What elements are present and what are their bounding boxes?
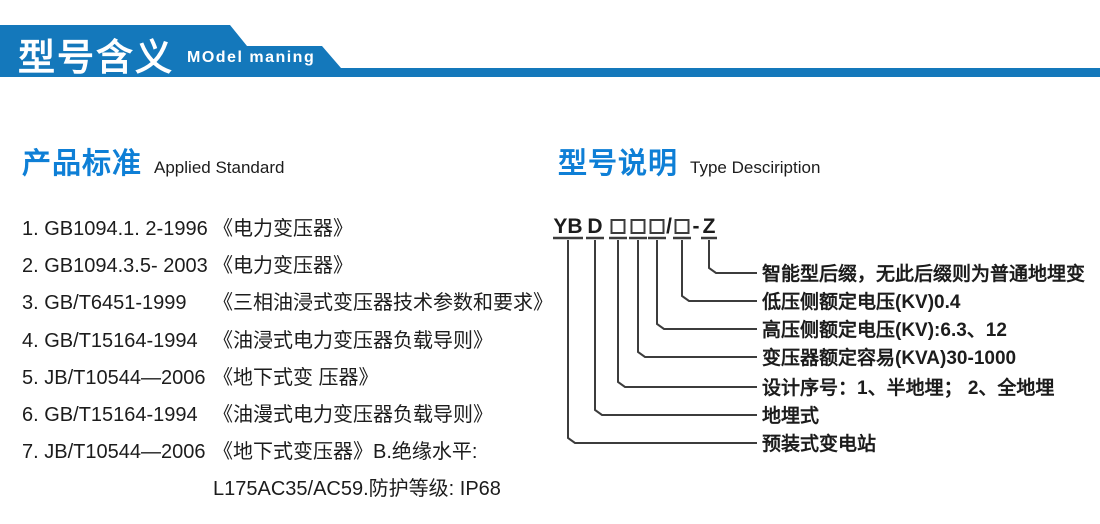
code-segment-z: Z [703,215,716,238]
branch-label: 智能型后缀，无此后缀则为普通地埋变 [762,262,1085,285]
standard-desc: 《三相油浸式变压器技术参数和要求》 [213,292,553,315]
section-heading-type: 型号说明 Type Desciription [558,140,820,182]
standard-code: 2. GB1094.3.5- 2003 [22,255,208,278]
standard-row: 2. GB1094.3.5- 2003 《电力变压器》 [22,248,542,285]
placeholder-box-icon [674,219,690,234]
type-heading-cn: 型号说明 [558,148,679,180]
standard-code: 7. JB/T10544—2006 [22,441,206,464]
branch-label: 变压器额定容易(KVA)30-1000 [762,346,1016,369]
standard-row: 6. GB/T15164-1994 《油漫式电力变压器负载导则》 [22,397,542,434]
placeholder-box-icon [649,219,665,234]
branch-label: 高压侧额定电压(KV):6.3、12 [762,318,1007,341]
standard-desc: 《地下式变 压器》 [213,366,379,389]
standard-desc: 《油漫式电力变压器负载导则》 [213,403,493,426]
standard-code: 4. GB/T15164-1994 [22,329,198,352]
branch-label: 预装式变电站 [762,432,876,455]
branch-line [681,240,757,302]
code-segment-d: D [587,215,602,238]
branch-line [567,240,757,444]
section-heading-standards: 产品标准 Applied Standard [22,140,284,182]
standards-heading-en: Applied Standard [154,158,285,177]
code-segment-slash: / [666,215,672,238]
standard-row: 1. GB1094.1. 2-1996 《电力变压器》 [22,211,542,248]
code-segment-dash: - [693,215,700,238]
branch-label: 地埋式 [762,404,819,427]
type-heading-en: Type Desciription [690,158,821,177]
standard-row: 3. GB/T6451-1999 《三相油浸式变压器技术参数和要求》 [22,285,553,322]
standard-row: 4. GB/T15164-1994 《油浸式电力变压器负载导则》 [22,323,542,360]
standard-code-empty [22,471,213,508]
standard-code: 3. GB/T6451-1999 [22,292,187,315]
model-code-diagram: YB D / - Z 智能型后缀，无此后缀则为普通地埋变 低压侧额定电压(KV)… [553,215,1085,455]
standard-desc-continuation: L175AC35/AC59.防护等级: IP68 [213,478,501,501]
standard-desc: 《电力变压器》 [213,218,353,240]
page-title: 型号含义 [18,37,174,78]
branch-line [708,240,757,274]
header-banner: 型号含义 MOdel maning [0,25,1100,78]
standard-code: 6. GB/T15164-1994 [22,403,198,426]
standard-desc: 《电力变压器》 [213,255,353,278]
standard-code: 1. GB1094.1. 2-1996 [22,218,208,240]
standards-list: 1. GB1094.1. 2-1996 《电力变压器》 2. GB1094.3.… [22,211,553,509]
standard-row-continuation: L175AC35/AC59.防护等级: IP68 [22,471,542,508]
branch-label: 设计序号：1、半地埋； 2、全地埋 [762,376,1054,399]
standard-desc: 《地下式变压器》B.绝缘水平: [213,441,478,464]
placeholder-box-icon [630,219,646,234]
branch-line [617,240,757,388]
branch-line [656,240,757,330]
standard-code: 5. JB/T10544—2006 [22,366,206,389]
placeholder-box-icon [610,219,626,234]
page-subtitle: MOdel maning [187,49,316,66]
standards-heading-cn: 产品标准 [22,148,143,180]
standard-desc: 《油浸式电力变压器负载导则》 [213,329,493,352]
code-segment-yb: YB [553,215,582,238]
standard-row: 5. JB/T10544—2006 《地下式变 压器》 [22,360,542,397]
standard-row: 7. JB/T10544—2006 《地下式变压器》B.绝缘水平: [22,434,542,471]
branch-line [594,240,757,416]
branch-label: 低压侧额定电压(KV)0.4 [761,290,961,313]
branch-line [637,240,757,358]
